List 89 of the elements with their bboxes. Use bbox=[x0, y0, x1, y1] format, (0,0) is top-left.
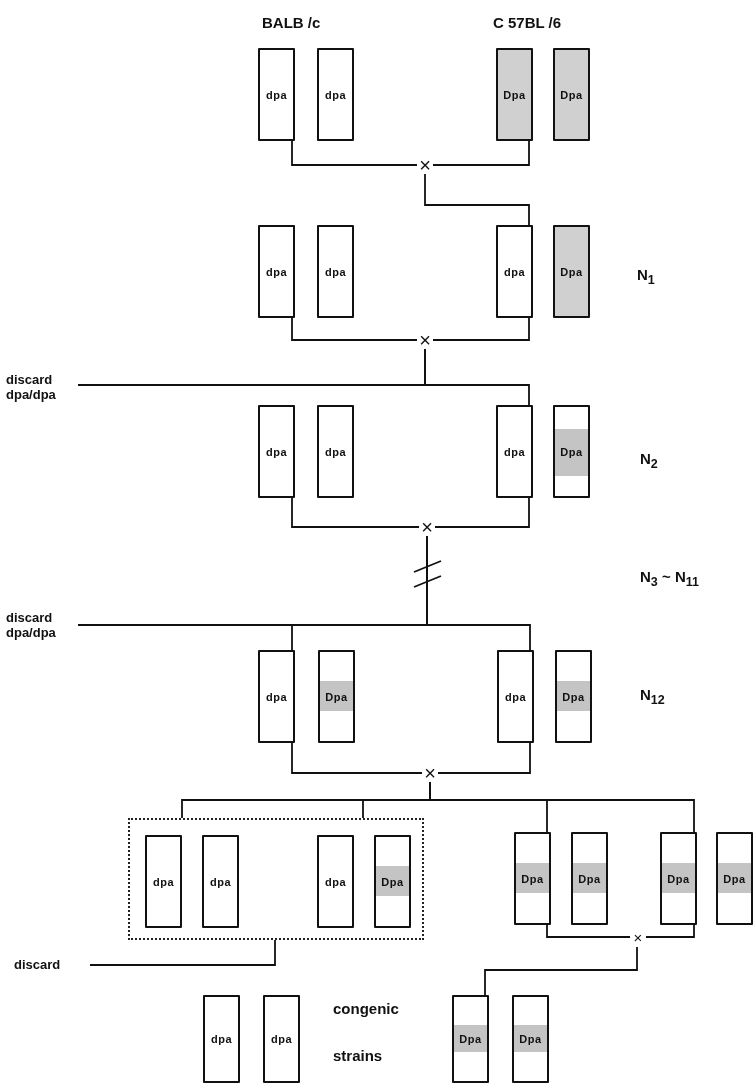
chromosome-bar bbox=[318, 650, 355, 743]
allele-label: Dpa bbox=[578, 872, 601, 885]
generation-label: N$_{3}$ ~ N$_{11}$ bbox=[640, 568, 699, 589]
connector-line bbox=[291, 140, 418, 166]
connector-line bbox=[437, 742, 531, 774]
connector-line bbox=[432, 317, 530, 341]
allele-label: Dpa bbox=[381, 875, 404, 888]
connector-line bbox=[546, 924, 631, 938]
connector-line bbox=[426, 535, 531, 651]
dashed-group-frame bbox=[128, 818, 424, 940]
chromosome-bar bbox=[317, 835, 354, 928]
chromosome-bar bbox=[203, 995, 240, 1083]
allele-label: dpa bbox=[324, 265, 347, 278]
discard-note: discard bbox=[14, 957, 90, 972]
chromosome-bar bbox=[374, 835, 411, 928]
chromosome-bar bbox=[496, 225, 533, 318]
allele-label: dpa bbox=[265, 445, 288, 458]
connector-line bbox=[291, 497, 420, 528]
connector-line bbox=[429, 781, 695, 833]
allele-label: dpa bbox=[265, 265, 288, 278]
cross-symbol: × bbox=[417, 331, 433, 349]
chromosome-bar bbox=[263, 995, 300, 1083]
chromosome-bar bbox=[258, 48, 295, 141]
chromosome-bar bbox=[496, 405, 533, 498]
connector-line bbox=[291, 742, 423, 774]
allele-label: dpa bbox=[210, 1033, 233, 1045]
allele-label: dpa bbox=[152, 875, 175, 888]
connector-line bbox=[645, 924, 695, 938]
chromosome-bar bbox=[716, 832, 753, 925]
allele-label: Dpa bbox=[519, 1033, 542, 1045]
discard-note: discard dpa/dpa bbox=[6, 372, 78, 402]
chromosome-bar bbox=[660, 832, 697, 925]
strain-name: BALB /c bbox=[262, 14, 321, 31]
connector-line bbox=[432, 140, 530, 166]
chromosome-bar bbox=[202, 835, 239, 928]
cross-symbol: × bbox=[419, 518, 435, 536]
allele-label: dpa bbox=[324, 875, 347, 888]
connector-line bbox=[89, 939, 276, 966]
cross-symbol: × bbox=[417, 156, 433, 174]
chromosome-bar bbox=[452, 995, 489, 1083]
allele-label: Dpa bbox=[562, 690, 585, 703]
allele-label: Dpa bbox=[560, 445, 583, 458]
cross-symbol: × bbox=[630, 929, 646, 947]
allele-label: Dpa bbox=[667, 872, 690, 885]
allele-label: dpa bbox=[503, 265, 526, 278]
chromosome-bar bbox=[258, 650, 295, 743]
generation-label: N$_{1}$ bbox=[637, 266, 655, 287]
allele-label: dpa bbox=[504, 690, 527, 703]
generation-label: N$_{12}$ bbox=[640, 686, 665, 707]
chromosome-bar bbox=[555, 650, 592, 743]
chromosome-bar bbox=[571, 832, 608, 925]
chromosome-bar bbox=[553, 405, 590, 498]
allele-label: dpa bbox=[270, 1033, 293, 1045]
allele-label: dpa bbox=[503, 445, 526, 458]
allele-label: dpa bbox=[324, 445, 347, 458]
discard-note: discard dpa/dpa bbox=[6, 610, 78, 640]
strain-name: C 57BL /6 bbox=[493, 14, 562, 31]
connector-line bbox=[291, 317, 418, 341]
connector-line bbox=[484, 946, 638, 996]
chromosome-bar bbox=[317, 48, 354, 141]
chromosome-bar bbox=[514, 832, 551, 925]
cross-symbol: × bbox=[422, 764, 438, 782]
note-text: congenic bbox=[333, 1000, 399, 1017]
allele-label: dpa bbox=[324, 88, 347, 101]
connector-line bbox=[424, 173, 530, 226]
chromosome-bar bbox=[497, 650, 534, 743]
chromosome-bar bbox=[258, 225, 295, 318]
allele-label: Dpa bbox=[560, 265, 583, 278]
chromosome-bar bbox=[512, 995, 549, 1083]
chromosome-bar bbox=[496, 48, 533, 141]
connector-line bbox=[434, 497, 530, 528]
connector-line bbox=[424, 348, 530, 406]
allele-label: Dpa bbox=[325, 690, 348, 703]
allele-label: Dpa bbox=[521, 872, 544, 885]
allele-label: Dpa bbox=[723, 872, 746, 885]
allele-label: dpa bbox=[265, 690, 288, 703]
chromosome-bar bbox=[258, 405, 295, 498]
allele-label: dpa bbox=[265, 88, 288, 101]
chromosome-bar bbox=[553, 225, 590, 318]
allele-label: Dpa bbox=[560, 88, 583, 101]
allele-label: Dpa bbox=[459, 1033, 482, 1045]
note-text: strains bbox=[333, 1047, 383, 1064]
allele-label: dpa bbox=[209, 875, 232, 888]
chromosome-bar bbox=[317, 405, 354, 498]
generation-label: N$_{2}$ bbox=[640, 450, 658, 471]
chromosome-bar bbox=[317, 225, 354, 318]
chromosome-bar bbox=[145, 835, 182, 928]
allele-label: Dpa bbox=[503, 88, 526, 101]
chromosome-bar bbox=[553, 48, 590, 141]
